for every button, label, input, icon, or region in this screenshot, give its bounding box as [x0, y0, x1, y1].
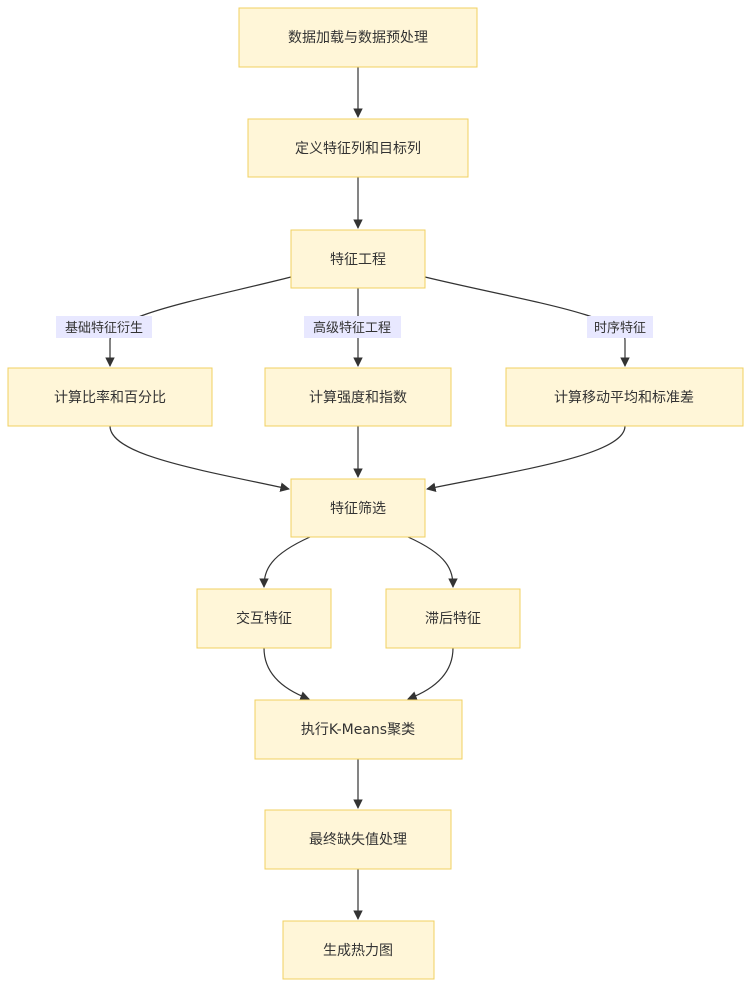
- edge-label-basic-text: 基础特征衍生: [65, 321, 143, 336]
- node-select: 特征筛选: [290, 478, 426, 538]
- node-kmeans-label: 执行K-Means聚类: [301, 722, 415, 738]
- edge-ratio-select: [109, 425, 290, 492]
- edge-label-basic: 基础特征衍生: [56, 316, 152, 338]
- node-heatmap-label: 生成热力图: [323, 943, 393, 959]
- node-lag-label: 滞后特征: [425, 611, 481, 627]
- node-missing: 最终缺失值处理: [264, 809, 452, 870]
- node-ratio: 计算比率和百分比: [7, 367, 213, 427]
- node-strength-label: 计算强度和指数: [309, 390, 407, 406]
- node-moving-label: 计算移动平均和标准差: [554, 390, 694, 406]
- node-load: 数据加载与数据预处理: [238, 7, 478, 68]
- node-feature-eng-label: 特征工程: [330, 252, 386, 268]
- node-ratio-label: 计算比率和百分比: [54, 389, 166, 406]
- node-interact-label: 交互特征: [236, 610, 292, 627]
- node-kmeans: 执行K-Means聚类: [254, 699, 463, 760]
- edge-moving-select: [426, 425, 626, 492]
- node-moving: 计算移动平均和标准差: [505, 367, 744, 427]
- edge-label-timeseries-text: 时序特征: [594, 321, 646, 336]
- node-define: 定义特征列和目标列: [247, 118, 469, 178]
- node-feature-eng: 特征工程: [290, 229, 426, 289]
- edge-label-advanced: 高级特征工程: [304, 316, 401, 338]
- node-lag: 滞后特征: [385, 588, 521, 649]
- node-heatmap: 生成热力图: [282, 920, 435, 980]
- edge-lag-kmeans: [407, 647, 454, 701]
- node-select-label: 特征筛选: [330, 501, 386, 517]
- edge-select-interact: [259, 536, 311, 588]
- node-define-label: 定义特征列和目标列: [295, 141, 421, 157]
- edges: [105, 67, 630, 920]
- node-interact: 交互特征: [196, 588, 332, 649]
- node-load-label: 数据加载与数据预处理: [288, 30, 428, 46]
- edge-label-advanced-text: 高级特征工程: [313, 320, 391, 336]
- edge-label-timeseries: 时序特征: [587, 316, 653, 338]
- node-missing-label: 最终缺失值处理: [309, 832, 407, 848]
- edge-interact-kmeans: [263, 647, 310, 701]
- edge-select-lag: [407, 536, 458, 588]
- node-strength: 计算强度和指数: [264, 367, 452, 427]
